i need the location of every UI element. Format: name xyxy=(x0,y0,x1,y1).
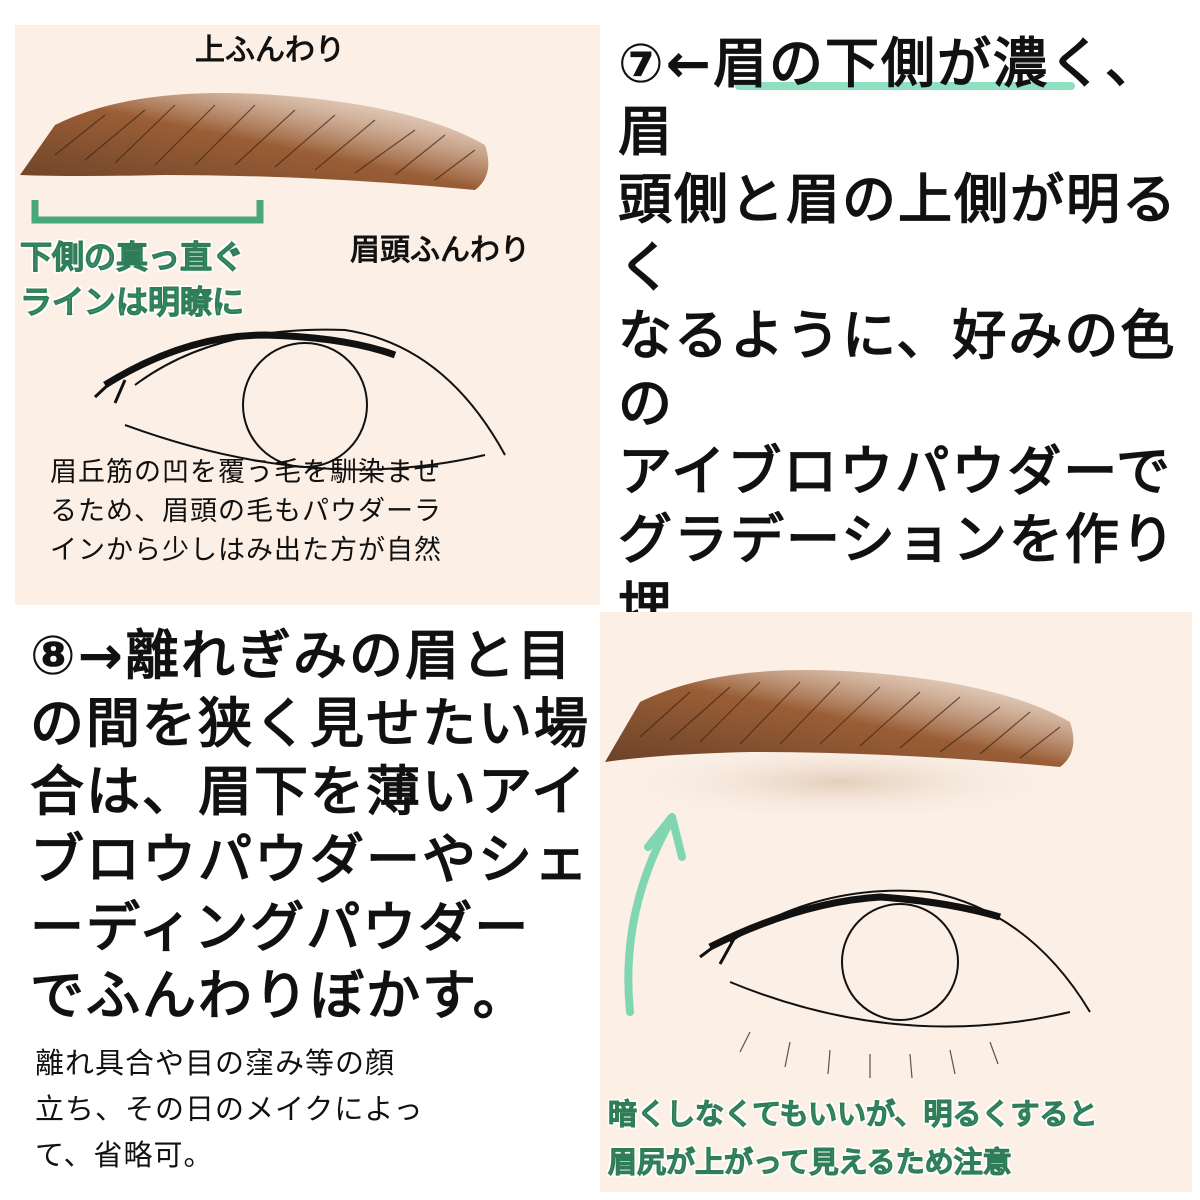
step8-text: ⑧→離れぎみの眉と目 の間を狭く見せたい場 合は、眉下を薄いアイ ブロウパウダー… xyxy=(30,624,590,1027)
label-head-fluffy: 眉頭ふんわり xyxy=(350,233,530,268)
eyebrow-eye-illustration-2 xyxy=(605,670,1091,1079)
top-illustration-panel: 上ふんわり 眉頭ふんわり 下側の真っ直ぐ ラインは明瞭に 眉丘筋の凹を覆う毛を馴… xyxy=(15,25,600,605)
label-upper-fluffy: 上ふんわり xyxy=(195,33,345,68)
highlight-underline xyxy=(735,82,1075,90)
caution-note: 暗くしなくてもいいが、明るくすると 眉尻が上がって見えるため注意 xyxy=(608,1097,1099,1180)
top-note: 眉丘筋の凹を覆う毛を馴染ませ るため、眉頭の毛もパウダーラ インから少しはみ出た… xyxy=(50,457,442,566)
eyebrow-eye-illustration xyxy=(20,93,506,471)
step8-note: 離れ具合や目の窪み等の顔 立ち、その日のメイクによっ て、省略可。 xyxy=(35,1046,424,1172)
bottom-illustration-panel: 暗くしなくてもいいが、明るくすると 眉尻が上がって見えるため注意 xyxy=(600,612,1192,1192)
label-lower-line: 下側の真っ直ぐ ラインは明瞭に xyxy=(19,238,245,322)
